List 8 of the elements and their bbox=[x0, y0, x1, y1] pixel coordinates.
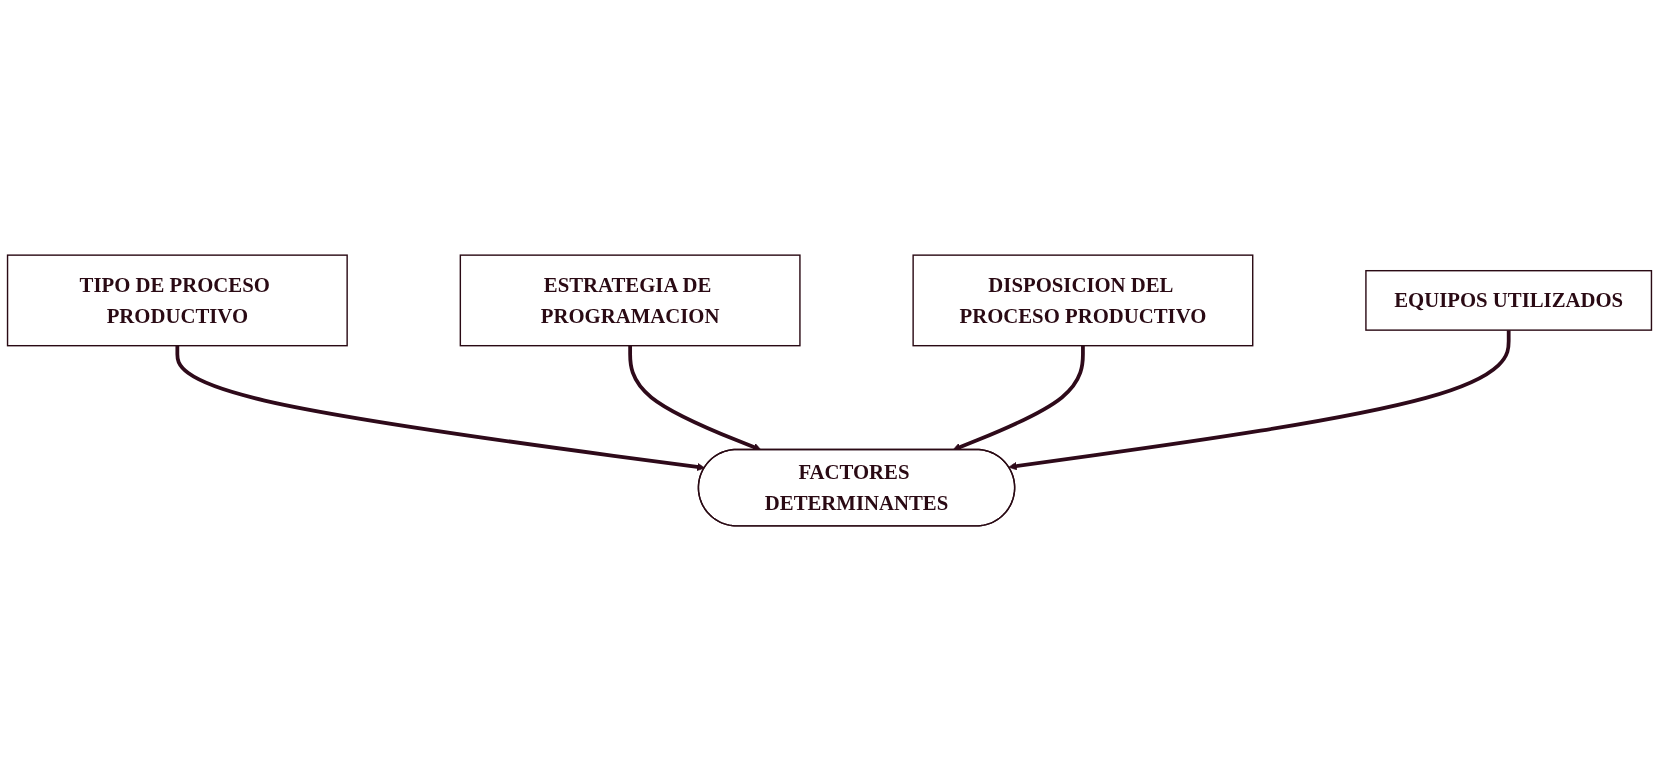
arrow bbox=[1008, 330, 1511, 471]
node-box: ESTRATEGIA DE PROGRAMACION bbox=[459, 254, 801, 347]
arrow bbox=[175, 345, 706, 472]
node-box: DISPOSICION DEL PROCESO PRODUCTIVO bbox=[912, 254, 1254, 347]
arrow bbox=[952, 345, 1085, 451]
node-box: TIPO DE PROCESO PRODUCTIVO bbox=[6, 254, 348, 347]
node-box: EQUIPOS UTILIZADOS bbox=[1365, 270, 1653, 331]
arrow bbox=[628, 345, 762, 451]
